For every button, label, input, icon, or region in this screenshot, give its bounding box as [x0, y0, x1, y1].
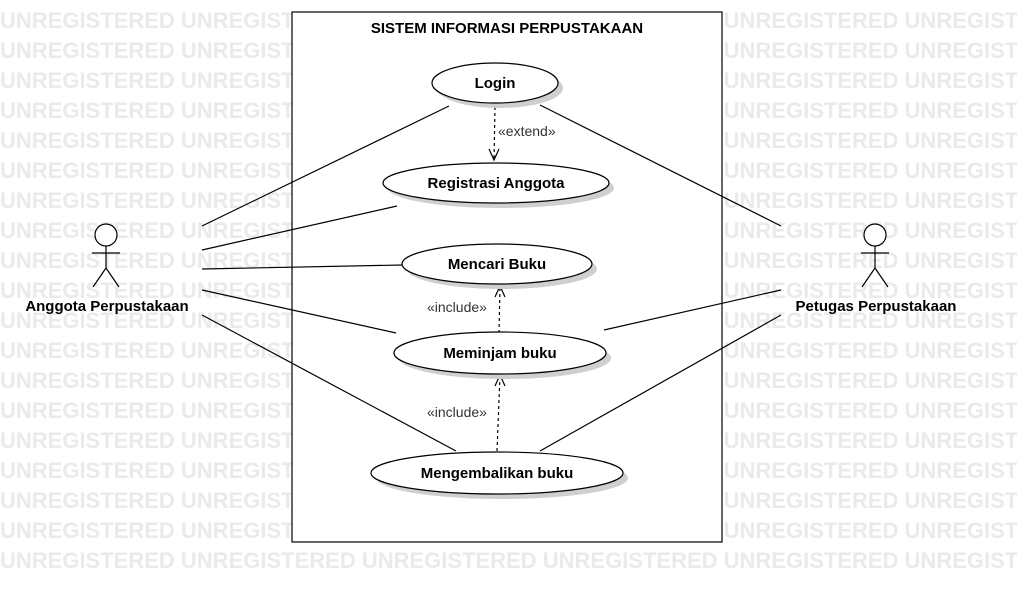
watermark-row: UNREGISTERED UNREGISTERED UNREGISTERED U… — [0, 548, 1017, 573]
use-case-login-label: Login — [475, 75, 516, 92]
use-case-registrasi-label: Registrasi Anggota — [428, 175, 566, 192]
association-petugas-mengembalikan — [539, 314, 782, 452]
actor-petugas[interactable]: Petugas Perpustakaan — [796, 223, 957, 315]
use-case-login-ellipse[interactable] — [431, 62, 559, 104]
use-case-meminjam-ellipse[interactable] — [393, 331, 607, 375]
use-case-mengembalikan-ellipse[interactable] — [370, 451, 624, 495]
system-title: SISTEM INFORMASI PERPUSTAKAAN — [371, 20, 643, 37]
use-case-meminjam[interactable]: Meminjam buku — [393, 331, 611, 379]
association-petugas-login — [539, 104, 782, 227]
actor-petugas-head — [863, 223, 887, 247]
actor-anggota[interactable]: Anggota Perpustakaan — [25, 223, 189, 315]
extend-arrowhead — [488, 148, 500, 162]
association-anggota-meminjam — [201, 289, 397, 334]
actor-anggota-left-leg — [92, 267, 107, 288]
actor-anggota-right-leg — [105, 267, 120, 288]
use-case-registrasi-ellipse[interactable] — [382, 162, 610, 204]
use-case-login[interactable]: Login — [431, 62, 563, 108]
use-case-meminjam-label: Meminjam buku — [443, 345, 556, 362]
actor-petugas-label: Petugas Perpustakaan — [796, 298, 957, 315]
extend-arrow-line — [493, 106, 496, 161]
actor-petugas-right-leg — [874, 267, 889, 288]
include-meminjam-label: «include» — [427, 299, 487, 315]
include-mengembalikan-arrow-line — [496, 374, 501, 452]
use-case-mengembalikan[interactable]: Mengembalikan buku — [370, 451, 628, 499]
association-anggota-mencari — [201, 264, 403, 270]
association-anggota-login — [201, 105, 450, 227]
extend-label: «extend» — [498, 123, 556, 139]
actor-anggota-head — [94, 223, 118, 247]
use-case-mencari-label: Mencari Buku — [448, 256, 546, 273]
association-anggota-mengembalikan — [201, 314, 457, 452]
actor-petugas-left-leg — [861, 267, 876, 288]
dependency-lines: «extend» «include» «include» — [427, 106, 556, 452]
association-anggota-registrasi — [201, 205, 398, 251]
include-mengembalikan-label: «include» — [427, 404, 487, 420]
use-case-mengembalikan-label: Mengembalikan buku — [421, 465, 574, 482]
include-meminjam-arrow-line — [498, 285, 501, 334]
use-case-mencari[interactable]: Mencari Buku — [401, 243, 597, 289]
use-case-registrasi[interactable]: Registrasi Anggota — [382, 162, 614, 208]
association-lines — [201, 104, 782, 452]
actor-anggota-label: Anggota Perpustakaan — [25, 298, 188, 315]
use-case-mencari-ellipse[interactable] — [401, 243, 593, 285]
association-petugas-meminjam — [603, 289, 782, 331]
